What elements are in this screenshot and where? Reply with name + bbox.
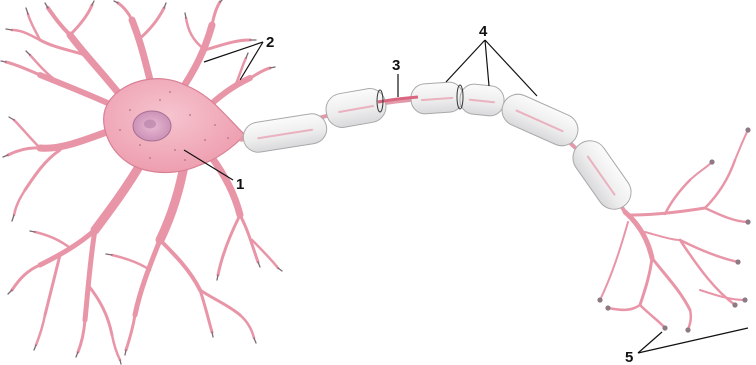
label-myelin-sheath: 4 — [479, 23, 488, 40]
leader-terminals-b — [638, 328, 748, 353]
label-cell-body: 1 — [236, 176, 244, 193]
myelin-segment — [459, 83, 506, 117]
leader-myelin-b — [485, 40, 489, 86]
callouts: 2 1 3 4 5 — [184, 23, 748, 365]
leader-myelin-a — [446, 40, 485, 82]
label-dendrites: 2 — [266, 34, 274, 51]
terminal-boutons — [597, 127, 750, 332]
myelin-segment — [324, 86, 389, 130]
label-axon-terminals: 5 — [625, 349, 633, 365]
leader-dendrites-a — [204, 42, 263, 62]
axon-terminals — [600, 130, 748, 330]
myelin-segment — [566, 134, 637, 216]
nucleolus — [144, 120, 156, 129]
myelin-segment — [497, 89, 583, 151]
myelin-segment — [410, 81, 464, 115]
myelin-segment — [241, 112, 329, 155]
label-node-of-ranvier: 3 — [392, 57, 400, 74]
myelin-sheaths — [241, 81, 638, 216]
